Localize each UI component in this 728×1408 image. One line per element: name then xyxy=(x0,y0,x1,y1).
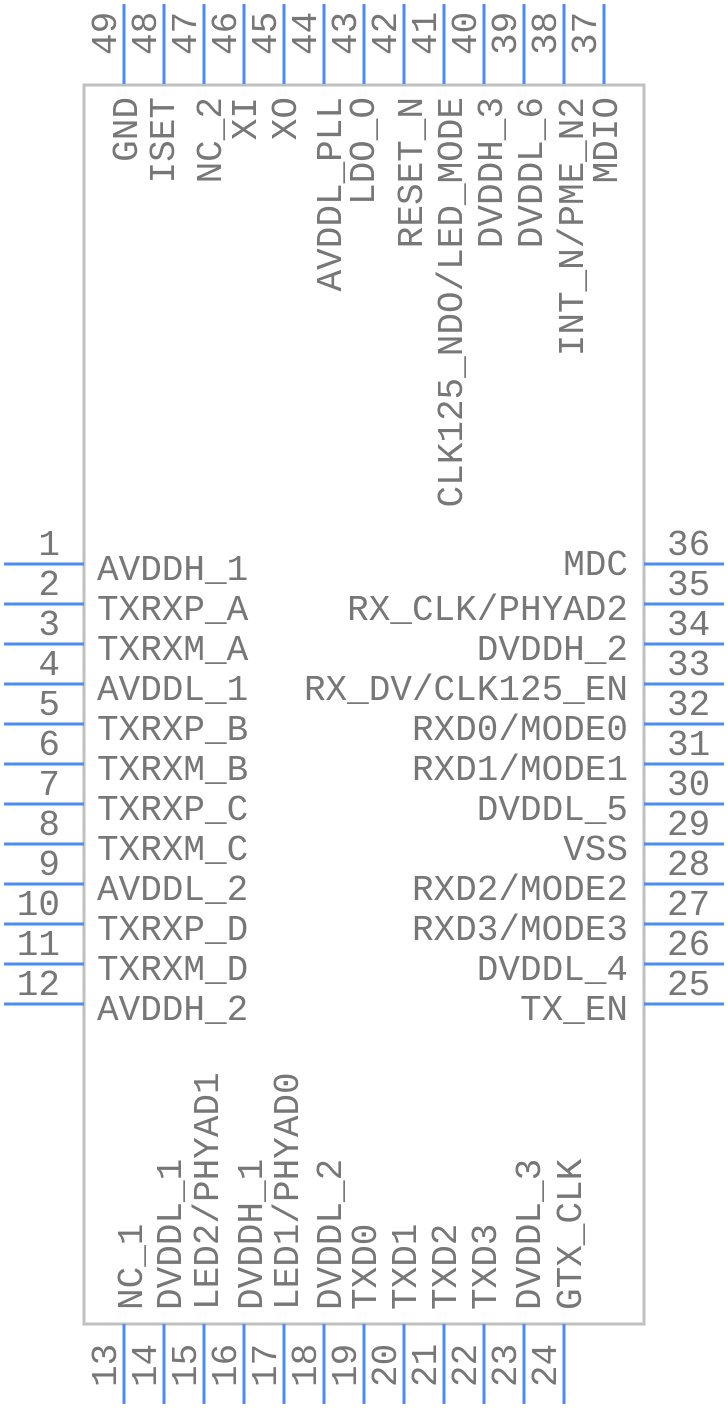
pin-number: 49 xyxy=(86,12,127,55)
pin-label: TXD2 xyxy=(426,1224,467,1310)
pin-number: 5 xyxy=(38,685,60,726)
pin-label: DVDDH_2 xyxy=(477,630,628,671)
pin-number: 40 xyxy=(446,12,487,55)
pin-number: 23 xyxy=(486,1344,527,1387)
pin-number: 31 xyxy=(667,725,710,766)
pin-label: CLK125_NDO/LED_MODE xyxy=(432,97,473,507)
pin-label: RXD3/MODE3 xyxy=(412,910,628,951)
pin-label: MDIO xyxy=(587,97,628,183)
pin-number: 8 xyxy=(38,805,60,846)
pin-number: 41 xyxy=(406,12,447,55)
pin-number: 20 xyxy=(366,1344,407,1387)
pin-number: 24 xyxy=(526,1344,567,1387)
pin-number: 44 xyxy=(286,12,327,55)
pin-number: 35 xyxy=(667,565,710,606)
pin-label: LDO_O xyxy=(344,97,385,205)
pin-number: 25 xyxy=(667,965,710,1006)
pin-label: TXRXP_A xyxy=(97,590,249,631)
pin-number: 22 xyxy=(446,1344,487,1387)
pin-number: 7 xyxy=(38,765,60,806)
pin-label: RXD1/MODE1 xyxy=(412,750,628,791)
pin-number: 10 xyxy=(17,885,60,926)
pin-number: 6 xyxy=(38,725,60,766)
pin-number: 34 xyxy=(667,605,710,646)
pin-number: 47 xyxy=(166,12,207,55)
pin-number: 27 xyxy=(667,885,710,926)
pin-number: 2 xyxy=(38,565,60,606)
pin-label: RX_CLK/PHYAD2 xyxy=(347,590,628,631)
pin-label: TXRXP_C xyxy=(97,790,248,831)
pin-label: AVDDH_1 xyxy=(97,550,248,591)
pin-number: 48 xyxy=(126,12,167,55)
pin-number: 30 xyxy=(667,765,710,806)
pin-label: TXRXM_B xyxy=(97,750,248,791)
pin-number: 37 xyxy=(566,12,607,55)
pin-label: AVDDH_2 xyxy=(97,990,248,1031)
pin-label: DVDDL_2 xyxy=(311,1159,352,1310)
pin-label: TXRXM_C xyxy=(97,830,248,871)
pin-label: NC_2 xyxy=(191,97,232,183)
pin-number: 32 xyxy=(667,685,710,726)
pin-label: RX_DV/CLK125_EN xyxy=(304,670,628,711)
pin-label: DVDDL_1 xyxy=(151,1159,192,1310)
pin-label: GTX_CLK xyxy=(551,1158,592,1310)
pin-number: 33 xyxy=(667,645,710,686)
pin-number: 16 xyxy=(206,1344,247,1387)
pin-label: DVDDH_3 xyxy=(472,97,513,248)
pin-number: 21 xyxy=(406,1344,447,1387)
pin-label: TXD3 xyxy=(466,1224,507,1310)
pin-label: TXD1 xyxy=(386,1224,427,1310)
pin-label: INT_N/PME_N2 xyxy=(553,97,594,356)
pin-number: 18 xyxy=(286,1344,327,1387)
pin-label: TXD0 xyxy=(346,1224,387,1310)
pin-number: 42 xyxy=(366,12,407,55)
pin-label: TXRXM_D xyxy=(97,950,248,991)
pin-label: AVDDL_2 xyxy=(97,870,248,911)
pin-number: 29 xyxy=(667,805,710,846)
pin-label: RXD0/MODE0 xyxy=(412,710,628,751)
pin-number: 11 xyxy=(17,925,60,966)
pin-label: DVDDL_5 xyxy=(477,790,628,831)
pin-label: TXRXP_B xyxy=(97,710,248,751)
pin-number: 9 xyxy=(38,845,60,886)
pin-label: TX_EN xyxy=(520,990,628,1031)
pin-label: VSS xyxy=(563,830,628,871)
pin-number: 38 xyxy=(526,12,567,55)
pin-label: DVDDL_6 xyxy=(512,97,553,248)
pin-label: TXRXP_D xyxy=(97,910,248,951)
pin-number: 1 xyxy=(38,525,60,566)
pin-label: XI xyxy=(226,97,267,140)
pin-number: 28 xyxy=(667,845,710,886)
pin-label: ISET xyxy=(144,97,185,183)
pin-label: NC_1 xyxy=(112,1224,153,1310)
pin-number: 15 xyxy=(166,1344,207,1387)
pin-number: 13 xyxy=(86,1344,127,1387)
pin-number: 14 xyxy=(126,1344,167,1387)
pin-label: AVDDL_1 xyxy=(97,670,248,711)
pin-label: LED2/PHYAD1 xyxy=(188,1072,229,1310)
pin-label: MDC xyxy=(563,545,628,586)
pin-label: GND xyxy=(107,97,148,162)
pin-label: LED1/PHYAD0 xyxy=(268,1072,309,1310)
pin-number: 4 xyxy=(38,645,60,686)
pin-number: 45 xyxy=(246,12,287,55)
pin-number: 36 xyxy=(667,525,710,566)
pin-number: 39 xyxy=(486,12,527,55)
pin-number: 12 xyxy=(17,965,60,1006)
pin-label: DVDDL_3 xyxy=(510,1159,551,1310)
pin-label: AVDDL_PLL xyxy=(311,97,352,291)
pin-label: DVDDH_1 xyxy=(232,1159,273,1310)
pin-label: RXD2/MODE2 xyxy=(412,870,628,911)
pin-number: 26 xyxy=(667,925,710,966)
pin-number: 3 xyxy=(38,605,60,646)
pin-number: 17 xyxy=(246,1344,287,1387)
pin-number: 43 xyxy=(326,12,367,55)
pin-label: RESET_N xyxy=(392,97,433,248)
pin-label: XO xyxy=(266,97,307,140)
pin-number: 19 xyxy=(326,1344,367,1387)
pin-label: TXRXM_A xyxy=(97,630,249,671)
pin-number: 46 xyxy=(206,12,247,55)
pin-label: DVDDL_4 xyxy=(477,950,628,991)
